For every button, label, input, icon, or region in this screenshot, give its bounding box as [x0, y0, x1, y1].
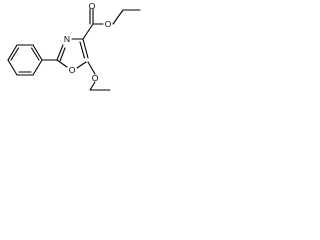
ethoxy-group [87, 61, 111, 91]
oxazole-ring [56, 38, 89, 69]
phenyl-bond-4 [32, 59, 43, 76]
c4-carbonyl-bond [82, 23, 94, 40]
c5-ethoxy-o-bond [87, 61, 96, 75]
oxazole-c2-n3-inner [59, 47, 66, 62]
ester-oxygen-label: O [105, 19, 112, 29]
ring-nitrogen-label: N [64, 34, 70, 44]
phenyl-bond-6 [7, 59, 18, 76]
carbonyl-oxygen-label: O [89, 1, 96, 11]
phenyl-bond-3 [32, 44, 43, 61]
ring-oxygen-label: O [69, 65, 76, 75]
ester-group [82, 8, 141, 40]
phenyl-ring [7, 44, 43, 76]
oxazole-c5-o1-bond [76, 61, 87, 69]
oxazole-c4-c5-inner [79, 41, 86, 59]
alkoxy-ch2-bond [112, 9, 124, 25]
ethoxy-o-ch2-bond [89, 81, 96, 91]
molecule-structure: N O O O O [7, 1, 141, 91]
phenyl-bond-1-inner [10, 47, 20, 61]
oxazole-o1-c2-bond [56, 59, 68, 68]
oxazole-c4-c5-bond [82, 38, 89, 59]
phenyl-bond-1 [7, 44, 18, 61]
ethoxy-oxygen-label: O [92, 73, 99, 83]
structure-canvas: N O O O O [0, 0, 145, 94]
phenyl-bond-3-inner [30, 47, 40, 61]
oxazole-c2-n3-bond [56, 44, 64, 61]
